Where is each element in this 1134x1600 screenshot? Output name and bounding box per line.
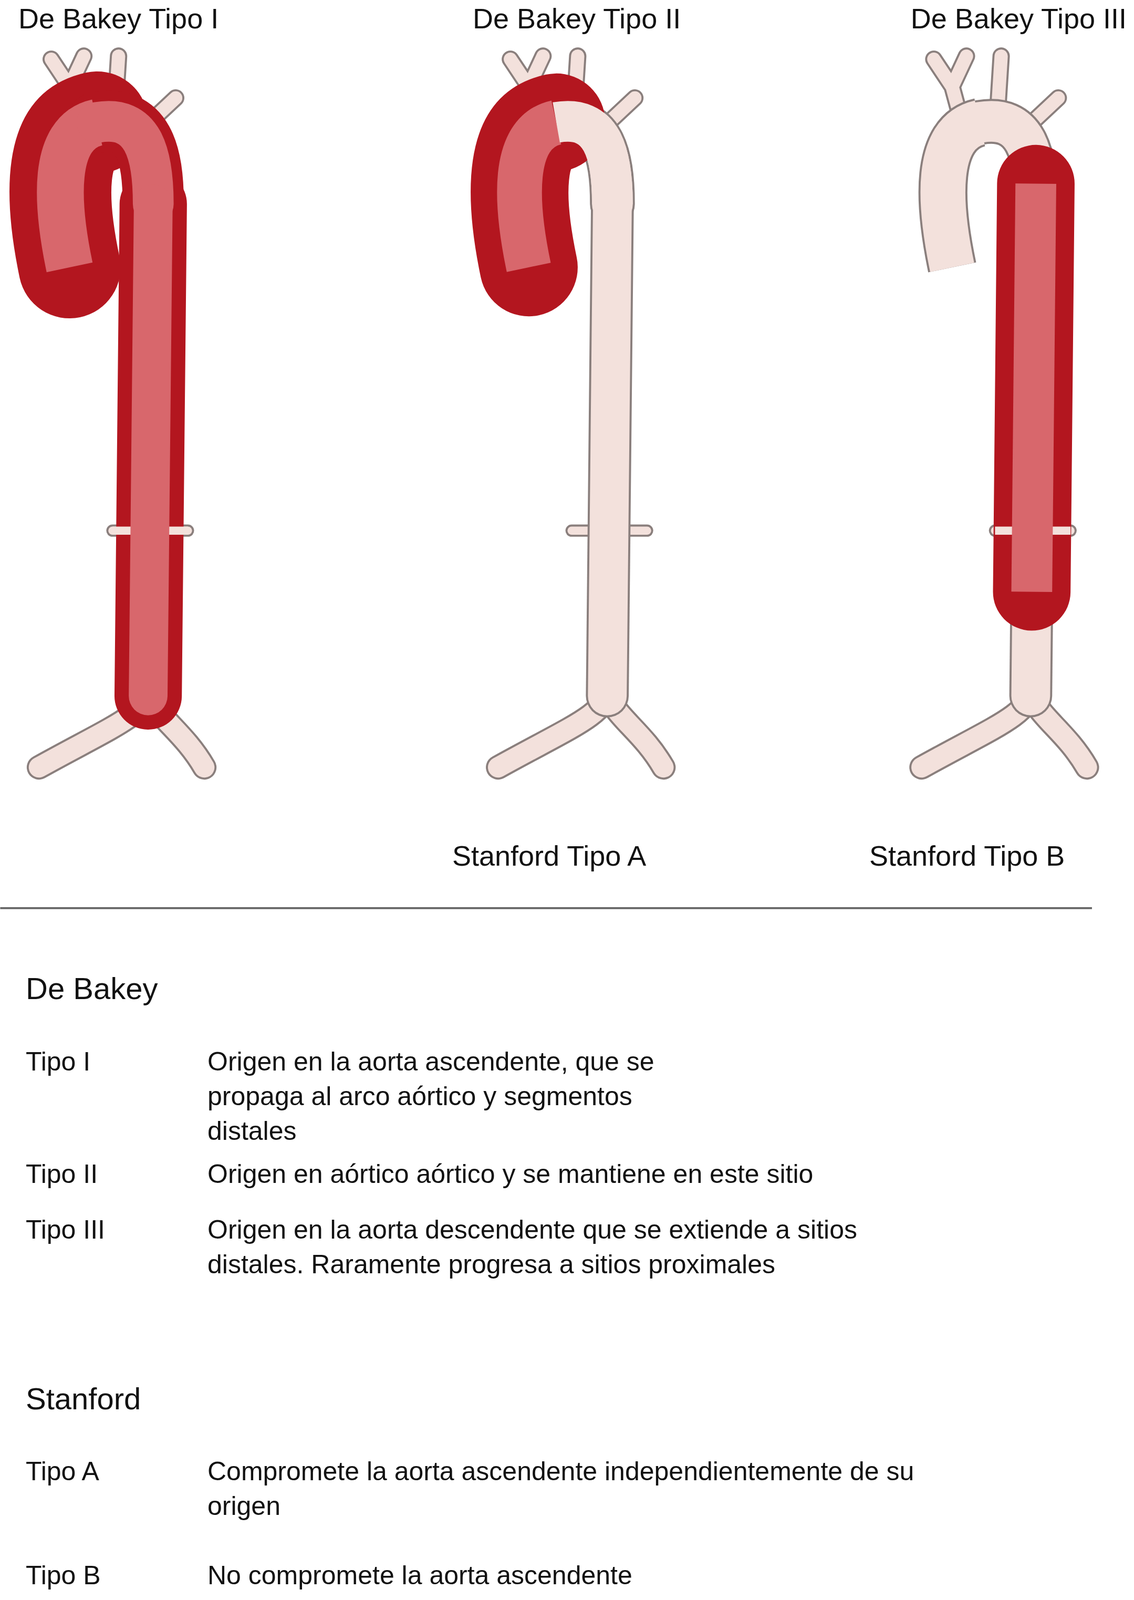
- table-cell: Origen en aórtico aórtico y se mantiene …: [207, 1156, 814, 1192]
- table-cell: Tipo B: [25, 1557, 101, 1593]
- divider-line: [0, 907, 1092, 910]
- table-cell: Origen en la aorta descendente que se ex…: [207, 1212, 943, 1282]
- figure-title: De Bakey Tipo III: [910, 1, 1127, 36]
- table-cell: Compromete la aorta ascendente independi…: [207, 1453, 943, 1524]
- debakey-type-2-figure: [497, 56, 664, 768]
- debakey-type-1-figure: [38, 56, 205, 768]
- table-cell: Tipo II: [25, 1156, 98, 1192]
- table-cell: Tipo I: [25, 1044, 91, 1079]
- table-heading: Stanford: [25, 1381, 141, 1417]
- table-heading: De Bakey: [25, 971, 158, 1006]
- debakey-type-3-figure: [921, 56, 1088, 768]
- table-cell: Origen en la aorta ascendente, que se pr…: [207, 1044, 712, 1149]
- table-cell: Tipo A: [25, 1453, 100, 1489]
- figure-title: De Bakey Tipo I: [18, 1, 219, 36]
- table-cell: Tipo III: [25, 1212, 106, 1247]
- classification-label: Stanford Tipo B: [869, 838, 1065, 873]
- figure-title: De Bakey Tipo II: [472, 1, 681, 36]
- table-cell: No compromete la aorta ascendente: [207, 1557, 633, 1593]
- classification-label: Stanford Tipo A: [452, 838, 647, 873]
